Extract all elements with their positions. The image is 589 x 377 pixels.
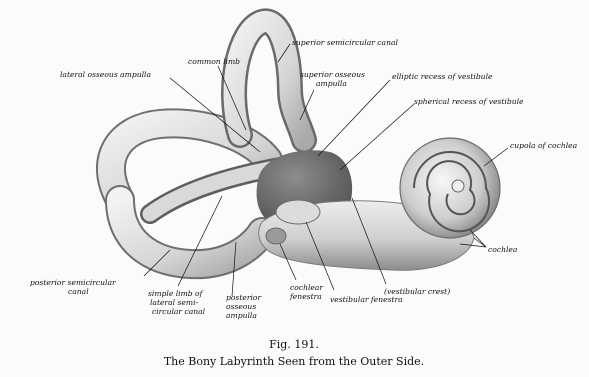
label-superior-osseous-ampulla-line2: ampulla — [316, 79, 347, 88]
label-superior-semicircular-canal: superior semicircular canal — [292, 38, 398, 47]
label-cupola-of-cochlea: cupola of cochlea — [510, 141, 578, 150]
label-posterior-osseous-ampulla-line1: posterior — [226, 293, 262, 302]
label-posterior-semicircular-canal-line1: posterior semicircular — [30, 278, 116, 287]
labyrinth-illustration — [111, 21, 500, 270]
label-superior-osseous-ampulla-line1: superior osseous — [300, 70, 365, 79]
label-posterior-semicircular-canal-line2: canal — [68, 287, 89, 296]
label-lateral-osseous-ampulla: lateral osseous ampulla — [60, 70, 151, 79]
label-vestibular-crest: (vestibular crest) — [384, 287, 450, 296]
label-simple-limb-line1: simple limb of — [148, 289, 204, 298]
label-vestibular-fenestra: vestibular fenestra — [330, 295, 403, 304]
label-cochlear-fenestra-line2: fenestra — [289, 292, 322, 301]
cochlear-fenestra-shape — [266, 228, 286, 244]
label-posterior-osseous-ampulla-line2: osseous — [226, 302, 256, 311]
label-simple-limb-line2: lateral semi- — [150, 298, 199, 307]
label-elliptic-recess: elliptic recess of vestibule — [392, 72, 493, 81]
label-spherical-recess: spherical recess of vestibule — [414, 97, 524, 106]
label-common-limb: common limb — [188, 57, 240, 66]
label-simple-limb-line3: circular canal — [152, 307, 206, 316]
figure-caption: Fig. 191. The Bony Labyrinth Seen from t… — [164, 338, 424, 368]
label-posterior-osseous-ampulla-line3: ampulla — [226, 311, 257, 320]
vestibular-fenestra-shape — [276, 200, 320, 224]
figure-title: The Bony Labyrinth Seen from the Outer S… — [164, 355, 424, 368]
label-cochlea: cochlea — [488, 245, 518, 254]
label-cochlear-fenestra-line1: cochlear — [290, 283, 323, 292]
figure-number: Fig. 191. — [269, 338, 319, 351]
